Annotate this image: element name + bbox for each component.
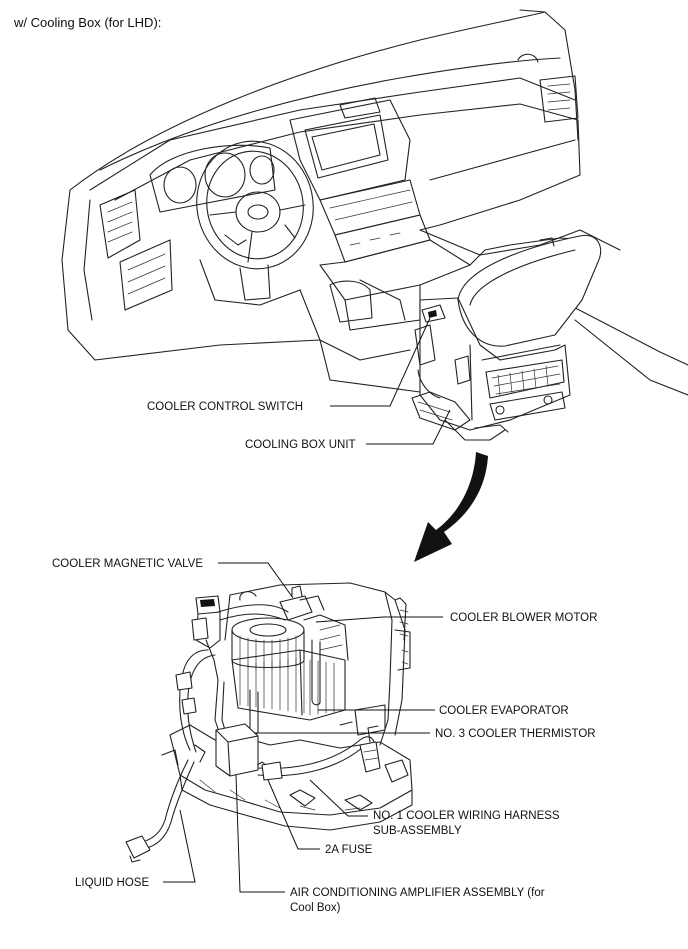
dashboard-illustration (61, 9, 688, 441)
label-no1-wiring-harness-line1: NO. 1 COOLER WIRING HARNESS (373, 810, 560, 822)
leader-cooling-box-unit (366, 409, 451, 445)
label-cooler-blower-motor: COOLER BLOWER MOTOR (450, 612, 597, 624)
leader-lines (163, 317, 451, 893)
label-cooler-evaporator: COOLER EVAPORATOR (439, 705, 569, 717)
zoom-arrow (414, 452, 488, 562)
leader-2a-fuse (267, 779, 320, 850)
label-no1-wiring-harness-line2: SUB-ASSEMBLY (373, 825, 462, 837)
label-2a-fuse: 2A FUSE (325, 844, 373, 856)
leader-ac-amplifier (235, 774, 285, 893)
cooling-box-unit-detail (125, 582, 413, 863)
label-ac-amplifier-line1: AIR CONDITIONING AMPLIFIER ASSEMBLY (for (290, 887, 545, 899)
label-cooler-magnetic-valve: COOLER MAGNETIC VALVE (52, 558, 203, 570)
label-ac-amplifier-line2: Cool Box) (290, 902, 341, 914)
label-cooler-control-switch: COOLER CONTROL SWITCH (147, 401, 303, 413)
labels: COOLER CONTROL SWITCH COOLING BOX UNIT C… (52, 401, 597, 914)
leader-no1-wiring-harness (309, 779, 368, 817)
leader-cooler-blower-motor (315, 616, 443, 623)
leader-cooler-magnetic-valve (218, 562, 294, 599)
leader-cooler-control-switch (330, 317, 431, 407)
diagram-title: w/ Cooling Box (for LHD): (13, 15, 161, 30)
leader-liquid-hose (163, 809, 196, 883)
label-liquid-hose: LIQUID HOSE (75, 877, 149, 889)
label-no3-cooler-thermistor: NO. 3 COOLER THERMISTOR (435, 728, 596, 740)
label-cooling-box-unit: COOLING BOX UNIT (245, 439, 356, 451)
